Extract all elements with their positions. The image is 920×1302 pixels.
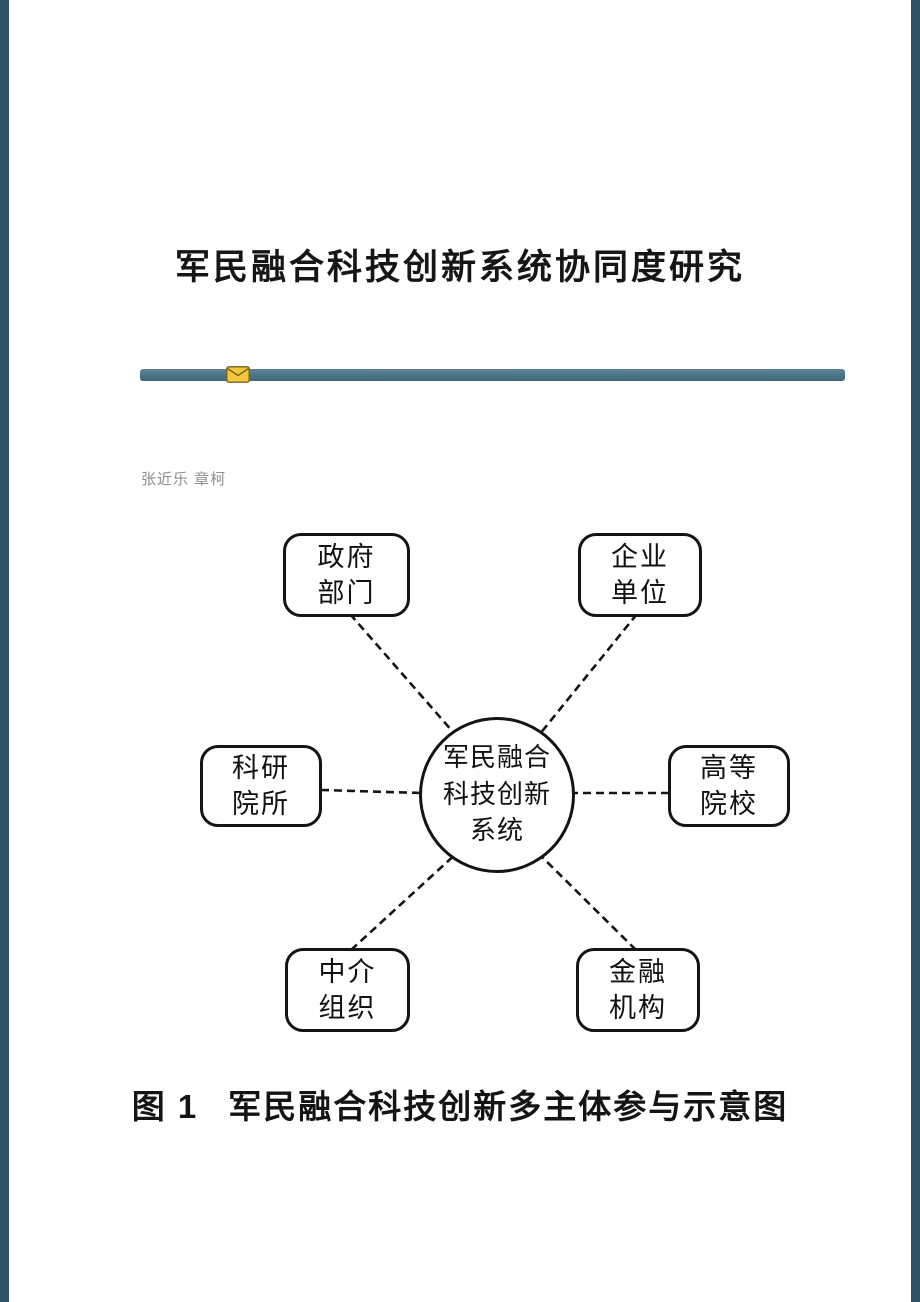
node-research-line2: 院所 bbox=[232, 789, 290, 819]
node-center-system: 军民融合 科技创新 系统 bbox=[419, 717, 575, 873]
node-enterprise-line1: 企业 bbox=[611, 541, 669, 572]
node-university: 高等 院校 bbox=[668, 745, 790, 827]
center-line2: 科技创新 bbox=[442, 779, 551, 809]
center-line1: 军民融合 bbox=[442, 743, 551, 773]
node-intermediary-line2: 组织 bbox=[318, 993, 377, 1023]
right-border-bar bbox=[911, 0, 920, 1302]
node-financial-line2: 机构 bbox=[609, 993, 667, 1023]
left-border-bar bbox=[0, 0, 9, 1302]
node-government-line2: 部门 bbox=[317, 578, 376, 608]
section-divider bbox=[140, 366, 845, 383]
figure-caption: 图 1 军民融合科技创新多主体参与示意图 bbox=[0, 1080, 920, 1128]
node-government: 政府 部门 bbox=[283, 533, 410, 617]
node-research-line1: 科研 bbox=[232, 752, 290, 783]
node-research-institute: 科研 院所 bbox=[200, 745, 322, 827]
node-university-line1: 高等 bbox=[700, 752, 758, 783]
center-line3: 系统 bbox=[469, 816, 524, 846]
node-intermediary-line1: 中介 bbox=[318, 956, 377, 987]
node-enterprise-line2: 单位 bbox=[611, 578, 669, 608]
authors: 张近乐 章柯 bbox=[141, 471, 227, 488]
article-title: 军民融合科技创新系统协同度研究 bbox=[174, 248, 745, 288]
node-intermediary: 中介 组织 bbox=[285, 948, 410, 1032]
node-government-line1: 政府 bbox=[317, 541, 376, 572]
figure-caption-text: 军民融合科技创新多主体参与示意图 bbox=[228, 1088, 789, 1125]
envelope-icon bbox=[226, 366, 250, 383]
node-university-line2: 院校 bbox=[700, 789, 758, 819]
node-financial: 金融 机构 bbox=[576, 948, 700, 1032]
node-financial-line1: 金融 bbox=[609, 956, 667, 987]
node-enterprise: 企业 单位 bbox=[578, 533, 702, 617]
figure-caption-label: 图 1 bbox=[131, 1088, 199, 1125]
